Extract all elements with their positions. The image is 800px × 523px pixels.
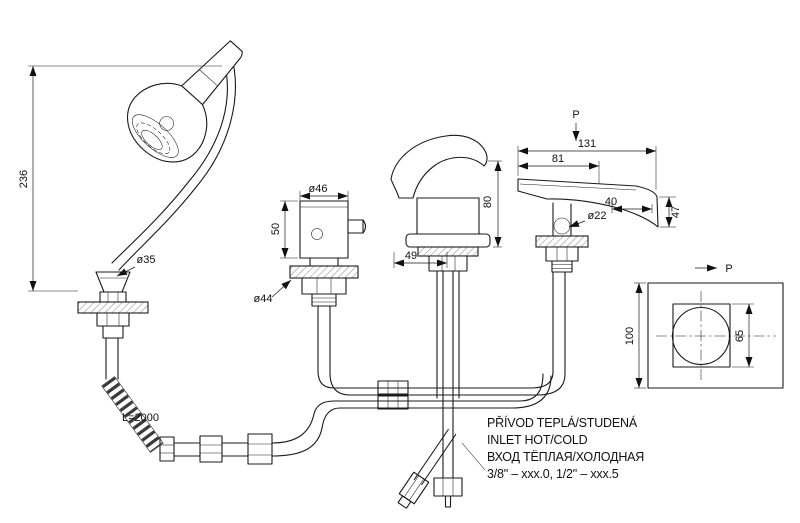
view-label-p-plate: P bbox=[725, 263, 732, 275]
mixer-handle bbox=[390, 134, 488, 199]
note-line-thread-sizes: 3/8" – xxx.0, 1/2" – xxx.5 bbox=[487, 467, 619, 481]
note-line-czech: PŘÍVOD TEPLÁ/STUDENÁ bbox=[487, 415, 638, 430]
supply-pipes bbox=[159, 270, 566, 509]
shower-head-cap bbox=[159, 116, 174, 131]
dim-label-47: 47 bbox=[670, 206, 682, 218]
shower-holder bbox=[77, 271, 149, 380]
spout-unit bbox=[517, 178, 659, 273]
dim-label-49: 49 bbox=[405, 250, 417, 262]
dim-label-dia46: ø46 bbox=[309, 183, 328, 195]
spout-body bbox=[517, 178, 659, 228]
dim-label-236: 236 bbox=[18, 170, 30, 188]
diagonal-hose-nut bbox=[397, 471, 430, 509]
shower-handle bbox=[181, 40, 243, 106]
dim-label-81: 81 bbox=[552, 153, 564, 165]
dim-label-65: 65 bbox=[734, 330, 746, 342]
note-line-english: INLET HOT/COLD bbox=[487, 433, 588, 447]
shower-hose bbox=[118, 53, 236, 271]
dimension-lines bbox=[28, 65, 754, 471]
notes-block: PŘÍVOD TEPLÁ/STUDENÁ INLET HOT/COLD ВХОД… bbox=[487, 415, 644, 481]
dimension-labels: 236 ø35 ø46 50 ø44 80 49 131 81 P 40 ø22… bbox=[18, 109, 746, 424]
shower-head bbox=[127, 82, 208, 163]
mounting-plate bbox=[647, 282, 784, 389]
shower-hose-coil bbox=[101, 376, 164, 453]
dim-label-100: 100 bbox=[624, 327, 636, 345]
dim-label-dia44: ø44 bbox=[254, 293, 273, 305]
dim-label-131: 131 bbox=[578, 138, 596, 150]
mixer-lever-unit bbox=[390, 134, 491, 272]
dim-label-dia35: ø35 bbox=[137, 254, 156, 266]
hose-length-label: L=2000 bbox=[122, 412, 159, 424]
note-line-russian: ВХОД ТЁПЛАЯ/ХОЛОДНАЯ bbox=[487, 450, 644, 464]
dim-label-50: 50 bbox=[270, 223, 282, 235]
view-label-p-spout: P bbox=[572, 109, 579, 121]
dim-label-dia22: ø22 bbox=[588, 210, 607, 222]
dim-label-40: 40 bbox=[605, 196, 617, 208]
dim-label-80: 80 bbox=[482, 196, 494, 208]
diverter-valve bbox=[289, 200, 367, 307]
mixer-body bbox=[416, 197, 480, 235]
hand-shower bbox=[111, 40, 243, 271]
valve-knob bbox=[347, 219, 364, 234]
